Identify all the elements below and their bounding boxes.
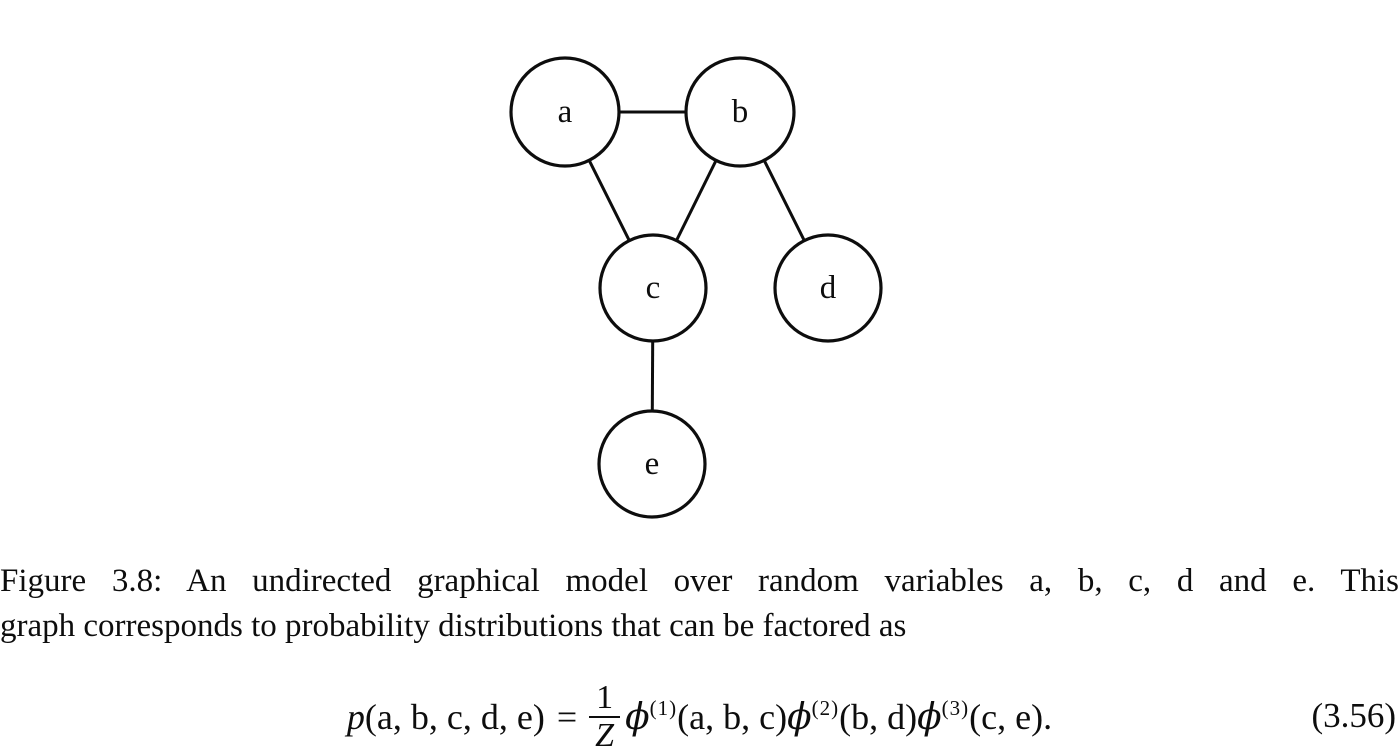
node-label-a: a (558, 94, 573, 130)
factor-3: ϕ(3)(c, e). (917, 696, 1052, 738)
node-d (773, 233, 883, 343)
node-b (684, 56, 796, 168)
factor-1-superscript: (1) (649, 696, 678, 720)
equation-lhs: p(a, b, c, d, e) (347, 696, 545, 738)
phi-symbol-2: ϕ (787, 697, 812, 738)
equals-sign: = (556, 697, 578, 737)
fraction-denominator: Z (589, 716, 621, 749)
caption-line-1: Figure 3.8: An undirected graphical mode… (0, 563, 1399, 599)
node-label-c: c (646, 270, 661, 306)
node-c (598, 233, 708, 343)
factor-1-args: (a, b, c) (677, 697, 788, 737)
figure-caption: Figure 3.8: An undirected graphical mode… (0, 559, 1399, 649)
node-label-d: d (820, 270, 837, 306)
equation: p(a, b, c, d, e) = 1 Z ϕ(1)(a, b, c) ϕ(2… (0, 680, 1399, 749)
node-label-e: e (645, 446, 660, 482)
partition-fraction: 1 Z (589, 679, 621, 749)
graph-canvas: a b c d e (509, 56, 883, 519)
factor-2: ϕ(2)(b, d) (787, 696, 917, 738)
equation-lhs-args: (a, b, c, d, e) (364, 697, 545, 737)
factor-1: ϕ(1)(a, b, c) (625, 696, 787, 738)
node-label-b: b (732, 94, 749, 130)
phi-symbol-3: ϕ (917, 697, 942, 738)
node-e (597, 409, 707, 519)
node-a (509, 56, 621, 168)
fraction-numerator: 1 (596, 679, 614, 716)
factor-2-superscript: (2) (811, 696, 840, 720)
factor-2-args: (b, d) (839, 697, 918, 737)
caption-line-2: graph corresponds to probability distrib… (0, 608, 907, 644)
equation-number: (3.56) (1311, 696, 1396, 735)
phi-symbol-1: ϕ (625, 697, 650, 738)
factor-3-args: (c, e). (969, 697, 1053, 737)
factor-3-superscript: (3) (941, 696, 970, 720)
equation-p-variable: p (346, 697, 365, 737)
